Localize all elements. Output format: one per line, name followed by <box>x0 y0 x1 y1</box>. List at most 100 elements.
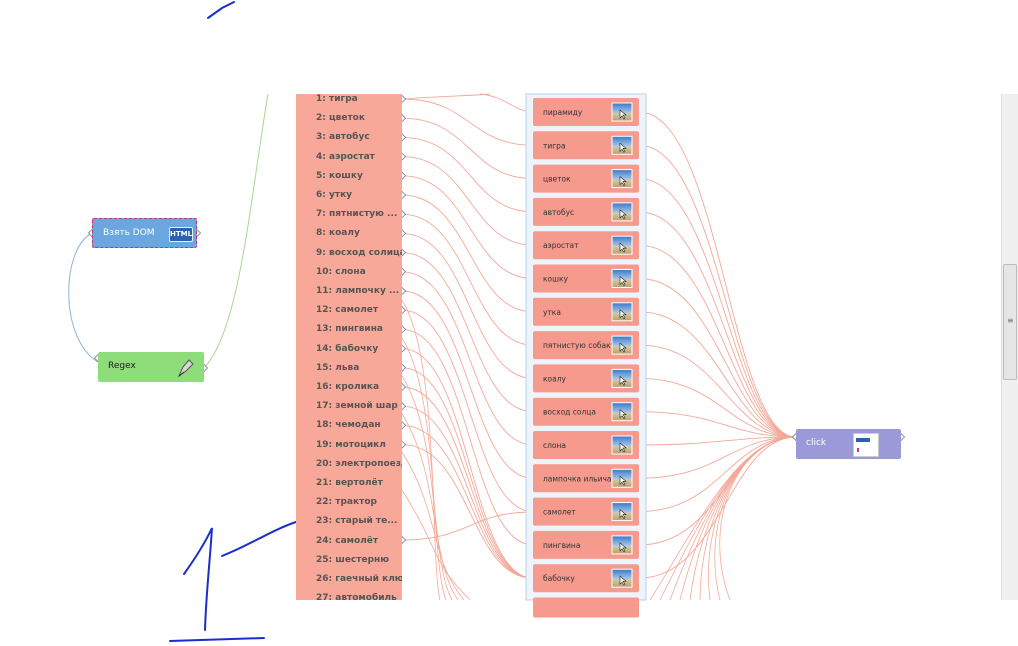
connector-wire <box>401 194 534 313</box>
connector-wire <box>401 252 534 413</box>
action-node[interactable]: утка <box>533 297 639 326</box>
mouse-click-image-icon <box>611 535 633 555</box>
list-item: 24: самолёт <box>316 535 379 546</box>
page-thumbnail-icon <box>853 433 879 457</box>
action-node-label: слона <box>543 441 566 450</box>
connector-wire <box>401 413 459 601</box>
action-node-label: самолет <box>543 508 576 517</box>
connector-wire <box>638 436 797 446</box>
list-item: 3: автобус <box>316 132 370 143</box>
action-node[interactable]: цветок <box>533 164 639 193</box>
connector-wire <box>401 156 534 246</box>
pen-tool-icon <box>176 356 196 378</box>
list-item: 14: бабочку <box>316 343 379 354</box>
mouse-click-image-icon <box>611 368 633 388</box>
list-item: 21: вертолёт <box>316 478 383 488</box>
connector-wire <box>401 117 534 180</box>
mouse-click-image-icon <box>611 468 633 488</box>
dom-to-regex-wire <box>68 232 99 363</box>
mouse-click-image-icon <box>611 502 633 522</box>
connector-wires <box>68 93 906 601</box>
action-node-label: цветок <box>543 175 571 184</box>
connector-wire <box>401 511 534 541</box>
connector-wire <box>401 489 471 601</box>
connector-wire <box>638 411 797 438</box>
list-item: 6: утку <box>316 190 353 200</box>
list-item: 2: цветок <box>316 113 365 124</box>
connector-wire <box>659 436 797 601</box>
connector-wire <box>401 290 534 479</box>
regex-label: Regex <box>108 361 136 371</box>
list-item: 7: пятнистую ... <box>316 209 398 220</box>
grip-icon: ≡ <box>1007 316 1014 325</box>
click-node[interactable]: click <box>796 429 901 459</box>
get-dom-node[interactable]: Взять DOM HTML <box>92 218 197 248</box>
action-node[interactable]: самолет <box>533 497 639 526</box>
mouse-click-image-icon <box>611 402 633 422</box>
action-node[interactable]: пингвина <box>533 530 639 559</box>
action-node-label: автобус <box>543 208 574 217</box>
connector-wire <box>401 271 534 446</box>
connector-wire <box>401 386 534 579</box>
mouse-click-image-icon <box>611 435 633 455</box>
connector-wire <box>401 232 534 379</box>
connector-wire <box>401 136 534 213</box>
list-item: 5: кошку <box>316 170 363 181</box>
action-node-label: аэростат <box>543 241 579 250</box>
list-item: 16: кролика <box>316 382 380 392</box>
scroll-thumb[interactable]: ≡ <box>1003 264 1017 380</box>
action-node[interactable]: кошку <box>533 264 639 293</box>
mouse-click-image-icon <box>611 568 633 588</box>
list-item: 4: аэростат <box>316 151 375 162</box>
list-item: 8: коалу <box>316 228 360 239</box>
connector-wire <box>638 211 797 438</box>
action-node[interactable]: тигра <box>533 131 639 160</box>
action-node-partial <box>533 597 639 618</box>
mouse-click-image-icon <box>611 335 633 355</box>
handwritten-annotations <box>169 1 297 642</box>
list-item: 20: электропоезд <box>316 458 402 469</box>
action-node[interactable]: аэростат <box>533 231 639 260</box>
connector-wire <box>401 348 534 579</box>
mouse-click-image-icon <box>611 202 633 222</box>
list-item: 15: льва <box>316 362 360 373</box>
action-node-label: бабочку <box>543 574 575 583</box>
action-node-label: пингвина <box>543 541 580 550</box>
connector-wire <box>638 244 797 438</box>
action-node[interactable]: восход солца <box>533 397 639 426</box>
action-node-label: утка <box>543 308 561 317</box>
connector-wire <box>638 344 797 438</box>
regex-node[interactable]: Regex <box>98 352 204 382</box>
action-node-label: лампочка ильича <box>543 474 611 483</box>
action-node[interactable]: бабочку <box>533 564 639 593</box>
list-item: 19: мотоцикл <box>316 439 386 450</box>
connector-wire <box>401 367 534 579</box>
connector-wire <box>401 213 534 346</box>
connector-wire <box>401 309 534 513</box>
action-node[interactable]: автобус <box>533 197 639 226</box>
action-node-label: коалу <box>543 374 567 383</box>
action-node[interactable]: слона <box>533 431 639 459</box>
list-item: 23: старый те... <box>316 516 398 527</box>
action-node[interactable]: пятнистую собаку <box>533 331 639 360</box>
action-node[interactable]: лампочка ильича <box>533 464 639 493</box>
action-node[interactable]: пирамиду <box>533 98 639 126</box>
ink-stroke <box>183 527 213 631</box>
connector-wire <box>401 93 491 100</box>
connector-wire <box>719 436 797 601</box>
connector-wire <box>638 178 797 438</box>
connector-wire <box>638 436 797 513</box>
html-icon: HTML <box>169 227 193 242</box>
action-node-label: тигра <box>543 141 566 150</box>
list-item: 12: самолет <box>316 305 379 316</box>
vertical-scrollbar[interactable]: ≡ <box>1001 94 1018 600</box>
connector-wire <box>669 436 797 601</box>
mouse-click-image-icon <box>611 135 633 155</box>
list-item: 27: автомобиль <box>316 593 397 600</box>
action-node[interactable]: коалу <box>533 364 639 393</box>
connector-wire <box>401 175 534 279</box>
list-item: 9: восход солица <box>316 247 402 258</box>
regex-output-wire <box>203 93 269 369</box>
